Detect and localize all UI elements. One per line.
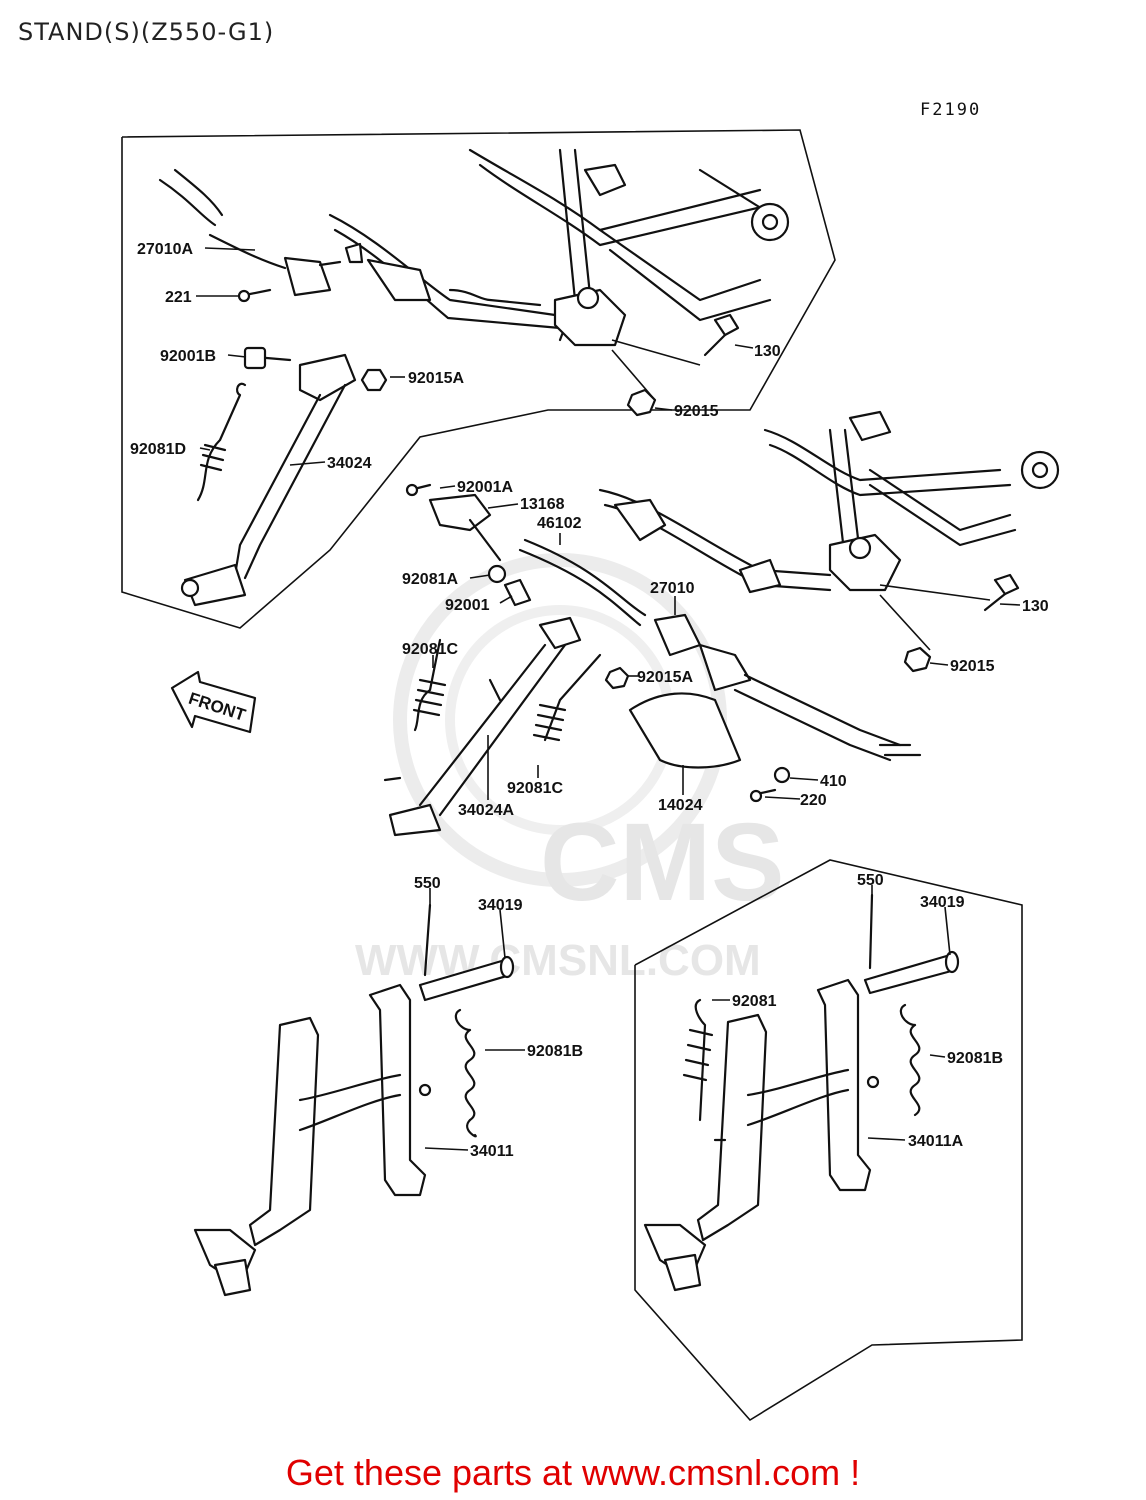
callout-34011A: 34011A <box>908 1133 964 1150</box>
frame-middle <box>598 410 1060 673</box>
side-stand-top <box>180 346 388 607</box>
side-stand-switch-top <box>158 168 342 303</box>
center-stand-left <box>193 903 515 1297</box>
callout-92081B-right: 92081B <box>947 1050 1003 1067</box>
callout-14024: 14024 <box>658 797 703 814</box>
watermark-url: WWW.CMSNL.COM <box>355 936 761 985</box>
callout-34019-right: 34019 <box>920 894 965 911</box>
figure-code: F2190 <box>920 100 982 120</box>
callout-46102: 46102 <box>537 515 582 532</box>
frame-upper <box>328 148 790 347</box>
top-group-frame <box>121 129 836 629</box>
callout-27010: 27010 <box>650 580 695 597</box>
callout-92015-top: 92015 <box>674 403 719 420</box>
side-stand-middle <box>383 483 647 837</box>
callout-130-top: 130 <box>754 343 781 360</box>
callout-13168: 13168 <box>520 496 565 513</box>
callout-220: 220 <box>800 792 827 809</box>
callout-410: 410 <box>820 773 847 790</box>
callout-34011: 34011 <box>470 1143 514 1160</box>
bottom-group-frame <box>634 859 1023 1422</box>
page-title: STAND(S)(Z550-G1) <box>18 18 275 46</box>
center-stand-right <box>643 893 960 1292</box>
callout-130-mid: 130 <box>1022 598 1049 615</box>
watermark-logo: CMS <box>540 801 784 924</box>
callout-92081C-left: 92081C <box>402 641 458 658</box>
callout-34024: 34024 <box>327 455 372 472</box>
callout-92081C-right: 92081C <box>507 780 563 797</box>
callout-92001A: 92001A <box>457 479 513 496</box>
leader-lines <box>196 247 1021 1151</box>
callout-34024A: 34024A <box>458 802 514 819</box>
callout-92081B-left: 92081B <box>527 1043 583 1060</box>
callout-92081: 92081 <box>732 993 777 1010</box>
side-stand-switch-middle <box>628 613 922 803</box>
callout-550-right: 550 <box>857 872 884 889</box>
footer-link[interactable]: Get these parts at www.cmsnl.com ! <box>285 1452 861 1493</box>
callout-92015A-mid: 92015A <box>637 669 693 686</box>
callout-92015A-top: 92015A <box>408 370 464 387</box>
callout-92081D: 92081D <box>130 441 186 458</box>
callout-92001: 92001 <box>445 597 490 614</box>
callout-92015-mid: 92015 <box>950 658 995 675</box>
callout-labels: 27010A 221 92001B 92015A 130 92015 92081… <box>130 241 1049 1160</box>
callout-92081A: 92081A <box>402 571 458 588</box>
callout-27010A: 27010A <box>137 241 193 258</box>
callout-34019-left: 34019 <box>478 897 523 914</box>
springs-middle <box>412 638 630 742</box>
callout-550-left: 550 <box>414 875 441 892</box>
callout-92001B: 92001B <box>160 348 216 365</box>
callout-221: 221 <box>165 289 192 306</box>
front-arrow-icon: FRONT <box>170 670 257 734</box>
top-bolts <box>611 313 740 417</box>
